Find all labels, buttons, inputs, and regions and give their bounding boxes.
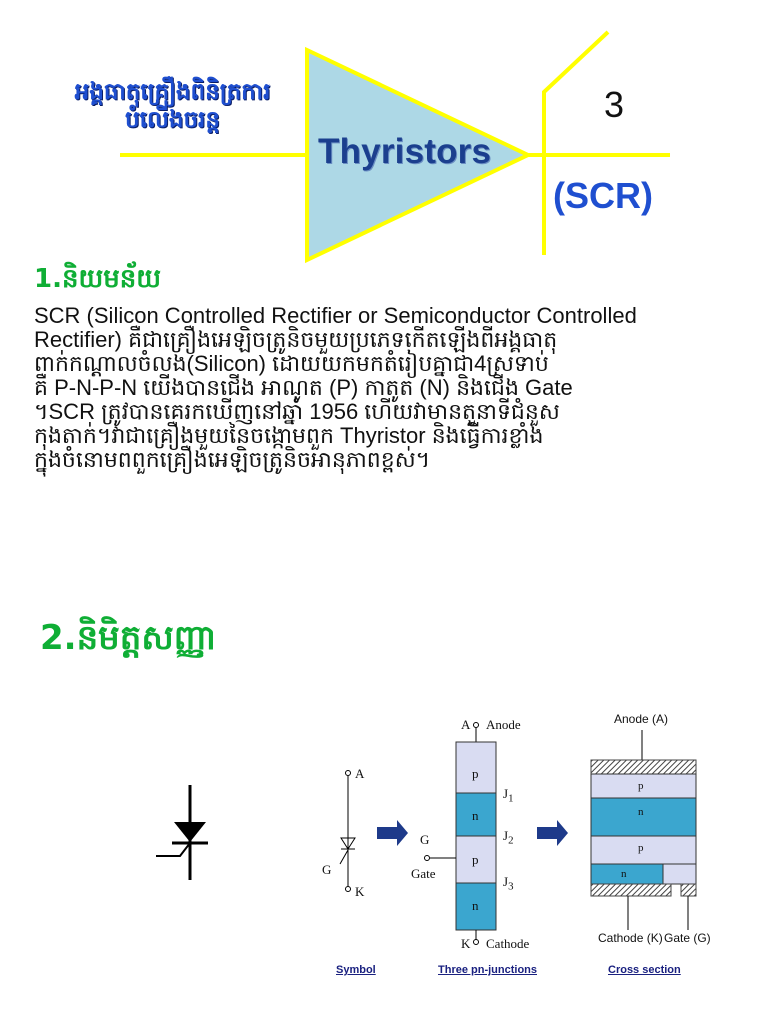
section1-heading: 1.និយមន័យ: [34, 264, 161, 294]
paragraph-line: ក្នុងចំនោមពពួកគ្រឿងអេឡិចត្រូនិចអានុភាពខ្…: [34, 447, 431, 472]
cross-label-anode: Anode (A): [614, 712, 669, 726]
gate-line: [542, 30, 610, 255]
symbol-label-g: G: [322, 862, 332, 877]
paragraph-line: កុងតាក់។វាជាគ្រឿងមួយនៃចង្កោមពួក Thyristo…: [34, 423, 544, 448]
junction-j3: J3: [503, 874, 514, 893]
caption-cross-section: Cross section: [608, 964, 681, 976]
header-graphic: [120, 30, 670, 264]
junction-layer-n: n: [472, 898, 479, 913]
amplifier-triangle: [305, 46, 533, 264]
section2-heading: 2.និមិត្តសញ្ញា: [40, 618, 217, 658]
junction-j2: J2: [503, 828, 514, 847]
chapter-title: អង្គធាតុគ្រឿងពិនិត្រការ បំលើងចរន្ត: [60, 78, 285, 134]
junction-label-anode: Anode: [486, 717, 521, 732]
junction-j1: J1: [503, 786, 514, 805]
symbol-label-k: K: [355, 884, 365, 899]
cross-label-cathode: Cathode (K): [598, 931, 663, 945]
chapter-title-line2: បំលើងចរន្ត: [125, 107, 220, 133]
chapter-title-line1: អង្គធាតុគ្រឿងពិនិត្រការ: [74, 79, 271, 105]
chapter-number: 3: [604, 84, 625, 125]
scr-figure: [156, 722, 697, 945]
arrow-right-icon: [537, 820, 568, 846]
symbol-label-a: A: [355, 766, 365, 781]
junction-stack: [424, 722, 497, 945]
cross-layer-p: p: [638, 842, 644, 854]
scr-symbol-large: [156, 785, 208, 880]
paragraph-line: គឺ P-N-P-N យើងបានជើង អាណូត (P) កាតូត (N)…: [34, 375, 573, 400]
junction-layer-p: p: [472, 766, 479, 781]
paragraph-line: ពាក់កណ្ដាលចំលង(Silicon) ដោយយកមកតំរៀបគ្នា…: [34, 351, 549, 376]
caption-junctions: Three pn-junctions: [438, 964, 537, 976]
cross-layer-n: n: [621, 868, 627, 880]
cross-layer-p: p: [638, 780, 644, 792]
junction-label-gate: Gate: [411, 866, 436, 881]
cross-layer-n: n: [638, 806, 644, 818]
junction-label-a: A: [461, 717, 471, 732]
junction-label-g: G: [420, 832, 430, 847]
paragraph-line: SCR (Silicon Controlled Rectifier or Sem…: [34, 303, 637, 328]
junction-layer-n: n: [472, 808, 479, 823]
scr-label: (SCR): [553, 175, 653, 216]
scr-symbol-small: [339, 770, 356, 892]
junction-layer-p: p: [472, 852, 479, 867]
paragraph-line: Rectifier) គឺជាគ្រឿងអេឡិចត្រូនិចមួយប្រភេ…: [34, 327, 558, 352]
section1-paragraph: SCR (Silicon Controlled Rectifier or Sem…: [34, 304, 740, 472]
junction-label-k: K: [461, 936, 471, 951]
cross-section: [590, 730, 697, 930]
arrow-right-icon: [377, 820, 408, 846]
thyristors-label: Thyristors: [318, 132, 492, 171]
caption-symbol: Symbol: [336, 964, 376, 976]
paragraph-line: ។SCR ត្រូវបានគេរកឃើញនៅឆ្នាំ 1956 ហើយវាមា…: [34, 399, 560, 424]
junction-label-cathode: Cathode: [486, 936, 530, 951]
cross-label-gate: Gate (G): [664, 931, 711, 945]
